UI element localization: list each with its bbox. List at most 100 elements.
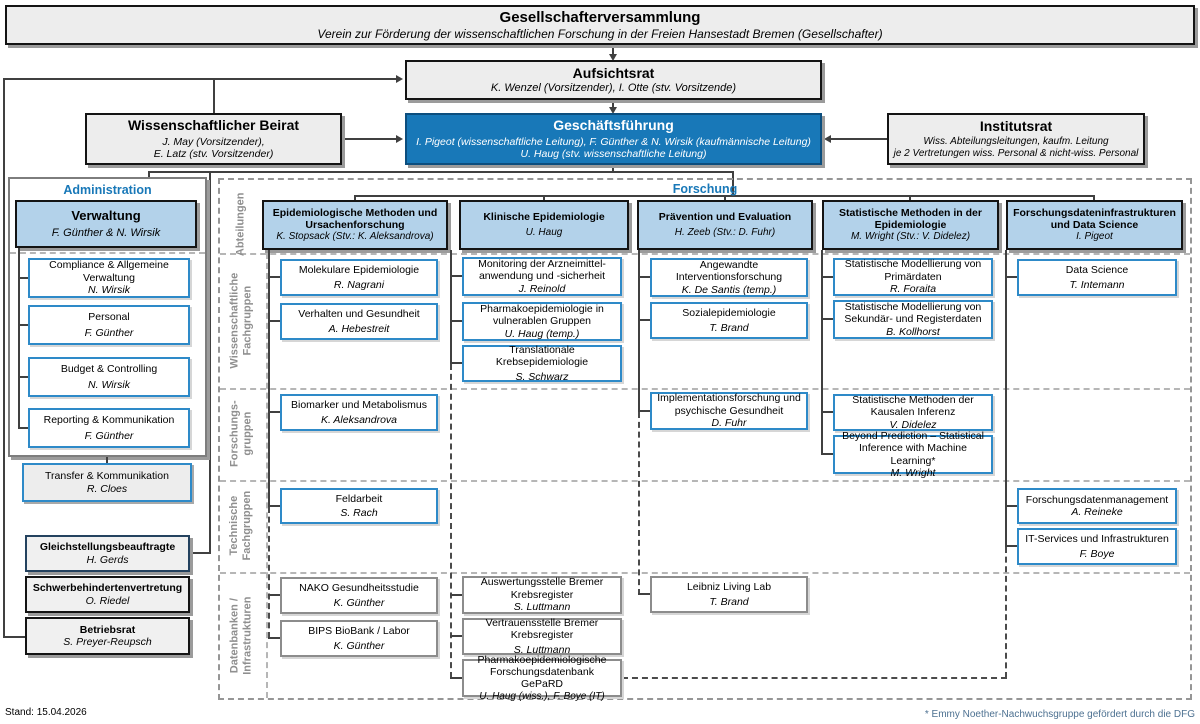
org-box-schwerbehindertenvertretung: Schwerbehindertenvertretung O. Riedel [25, 576, 190, 613]
connector-line [1093, 195, 1095, 201]
arrow-right-icon [396, 135, 403, 143]
connector-line [638, 410, 650, 412]
row-label-datenbanken-infrastrukturen: Datenbanken / Infrastrukturen [228, 596, 253, 676]
connector-line [638, 276, 650, 278]
box-name: O. Riedel [85, 594, 130, 607]
box-name: F. Günther [84, 429, 134, 442]
org-box-implementationsforschung: Implementationsforschung und psychische … [650, 392, 808, 430]
connector-dashed [268, 507, 270, 638]
box-title: NAKO Gesundheitsstudie [299, 582, 419, 595]
stand-date: Stand: 15.04.2026 [5, 707, 87, 718]
box-name: U. Haug (stv. wissenschaftliche Leitung) [520, 148, 707, 161]
administration-label: Administration [63, 183, 152, 197]
org-box-monitoring-arzneimittel: Monitoring der Arzneimittel- anwendung u… [462, 257, 622, 296]
org-box-biomarker-metabolismus: Biomarker und Metabolismus K. Aleksandro… [280, 394, 438, 431]
connector-line [3, 78, 397, 80]
box-title: Monitoring der Arzneimittel- anwendung u… [478, 257, 606, 283]
connector-line [213, 80, 215, 113]
connector-line [268, 276, 280, 278]
box-name: T. Brand [709, 595, 749, 608]
box-title: Statistische Modellierung von Primärdate… [844, 258, 982, 283]
connector-line [268, 411, 280, 413]
box-title: Molekulare Epidemiologie [298, 264, 420, 277]
box-name: S. Rach [340, 507, 378, 519]
connector-line [3, 78, 5, 638]
box-name: M. Wright (Stv.: V. Didelez) [850, 231, 971, 243]
org-box-wissenschaftlicher-beirat: Wissenschaftlicher Beirat J. May (Vorsit… [85, 113, 342, 165]
box-title: Pharmakoepidemiologie in vulnerablen Gru… [480, 302, 604, 328]
box-name: J. May (Vorsitzender), [162, 135, 265, 148]
connector-line [821, 276, 833, 278]
org-box-geschaeftsfuehrung: Geschäftsführung I. Pigeot (wissenschaft… [405, 113, 822, 165]
box-title: Implementationsforschung und psychische … [657, 392, 801, 417]
box-subtitle: Verein zur Förderung der wissenschaftlic… [317, 26, 883, 41]
box-title: Aufsichtsrat [572, 65, 655, 82]
connector-line [268, 637, 280, 639]
box-title: Feldarbeit [335, 492, 383, 505]
box-name: J. Reinold [518, 282, 566, 295]
box-name: R. Foraita [889, 283, 937, 296]
box-name: U. Haug [525, 226, 563, 238]
box-name: U. Haug (temp.) [504, 327, 580, 340]
box-name: M. Wright [890, 466, 936, 479]
arrow-down-icon [609, 54, 617, 61]
box-name: I. Pigeot [1076, 231, 1113, 243]
box-title: IT-Services und Infrastrukturen [1025, 533, 1169, 546]
box-title: Transfer & Kommunikation [45, 470, 169, 483]
box-title: BIPS BioBank / Labor [308, 625, 410, 638]
org-box-compliance: Compliance & Allgemeine Verwaltung N. Wi… [28, 258, 190, 298]
box-title: Compliance & Allgemeine Verwaltung [49, 259, 169, 284]
connector-line [732, 171, 734, 197]
connector-line [821, 453, 833, 455]
org-box-kausale-inferenz: Statistische Methoden der Kausalen Infer… [833, 394, 993, 431]
connector-line [638, 250, 640, 412]
box-title: Data Science [1065, 264, 1129, 277]
org-box-data-science: Data Science T. Intemann [1017, 259, 1177, 296]
connector-line [106, 457, 108, 463]
box-name: K. Günther [333, 596, 385, 609]
org-box-angewandte-interventionsforschung: Angewandte Interventionsforschung K. De … [650, 258, 808, 297]
box-name: E. Latz (stv. Vorsitzender) [153, 148, 274, 161]
box-name: A. Reineke [1071, 506, 1123, 518]
connector-line [268, 594, 280, 596]
footnote: * Emmy Noether-Nachwuchsgruppe gefördert… [924, 709, 1195, 720]
org-box-abteilung-praevention-evaluation: Prävention und Evaluation H. Zeeb (Stv.:… [637, 200, 813, 250]
arrow-right-icon [396, 75, 403, 83]
box-name: V. Didelez [889, 418, 937, 431]
box-title: Prävention und Evaluation [658, 211, 792, 224]
org-box-forschungsdatenmanagement: Forschungsdatenmanagement A. Reineke [1017, 488, 1177, 524]
box-title: Forschungsdatenmanagement [1025, 493, 1169, 506]
row-label-wissenschaftliche-fachgruppen: Wissenschaftliche Fachgruppen [228, 272, 254, 369]
connector-line [612, 165, 614, 173]
org-box-transfer-kommunikation: Transfer & Kommunikation R. Cloes [22, 463, 192, 502]
box-title: Forschungsdateninfrastrukturen und Data … [1013, 206, 1176, 232]
row-label-forschungsgruppen: Forschungs- gruppen [228, 400, 253, 468]
org-box-auswertungsstelle-krebsregister: Auswertungsstelle Bremer Krebsregister S… [462, 576, 622, 614]
row-label-technische-fachgruppen: Technische Fachgruppen [228, 491, 254, 561]
forschung-label: Forschung [672, 182, 738, 196]
connector-line [18, 427, 28, 429]
box-name: R. Cloes [86, 482, 128, 495]
box-name: F. Boye [1079, 547, 1115, 560]
box-title: Gleichstellungsbeauftragte [39, 541, 176, 554]
box-name: S. Preyer-Reupsch [63, 636, 152, 648]
connector-line [543, 195, 545, 201]
box-title: Statistische Methoden der Kausalen Infer… [852, 393, 974, 419]
box-title: Klinische Epidemiologie [483, 211, 605, 224]
connector-line [268, 250, 270, 507]
org-box-personal: Personal F. Günther [28, 305, 190, 345]
org-box-budget-controlling: Budget & Controlling N. Wirsik [28, 357, 190, 397]
box-name: H. Gerds [86, 553, 129, 566]
box-title: Auswertungsstelle Bremer Krebsregister [480, 576, 604, 601]
org-box-feldarbeit: Feldarbeit S. Rach [280, 488, 438, 524]
separator-dashed [266, 253, 268, 698]
box-name: F. Günther & N. Wirsik [51, 226, 161, 239]
box-title: Epidemiologische Methoden und Ursachenfo… [272, 206, 438, 232]
connector-line [18, 324, 28, 326]
org-box-bips-biobank: BIPS BioBank / Labor K. Günther [280, 620, 438, 657]
connector-line [268, 320, 280, 322]
connector-line [3, 636, 25, 638]
connector-line [1005, 505, 1017, 507]
box-name: B. Kollhorst [886, 325, 940, 338]
box-title: Vertrauensstelle Bremer Krebsregister [485, 616, 599, 642]
